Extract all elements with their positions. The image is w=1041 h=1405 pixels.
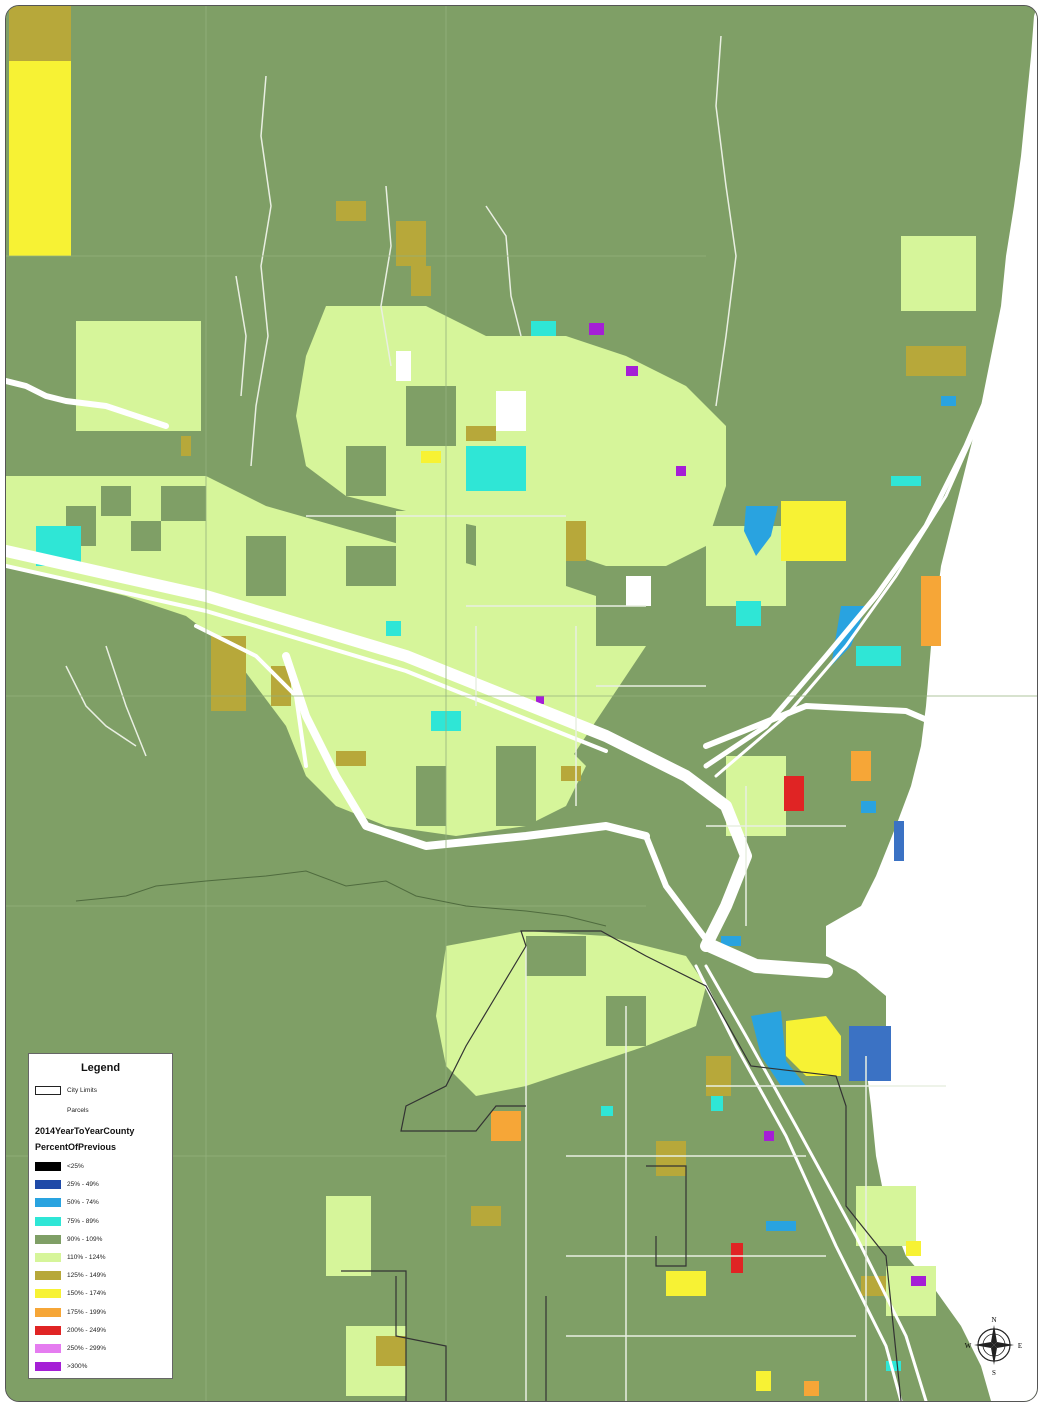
- legend-class-row: 25% - 49%: [35, 1180, 99, 1190]
- legend-city-limits: City Limits: [35, 1086, 97, 1095]
- legend-class-label: 90% - 109%: [67, 1235, 103, 1243]
- legend-class-row: 175% - 199%: [35, 1307, 107, 1317]
- legend-class-row: 75% - 89%: [35, 1216, 99, 1226]
- legend-class-label: 200% - 249%: [67, 1326, 107, 1334]
- legend-class-swatch: [35, 1271, 61, 1281]
- legend-class-swatch: [35, 1307, 61, 1317]
- legend-class-label: 150% - 174%: [67, 1290, 107, 1298]
- compass-n: N: [991, 1316, 996, 1324]
- layer-name-line1: 2014YearToYearCounty: [35, 1126, 135, 1136]
- parcels-red: [731, 776, 804, 1273]
- legend-parcels: Parcels: [35, 1106, 89, 1115]
- compass-e: E: [1018, 1342, 1022, 1350]
- parcel-yellow: [9, 61, 71, 256]
- legend-class-swatch: [35, 1162, 61, 1171]
- compass-w: W: [965, 1342, 972, 1350]
- legend-class-row: 200% - 249%: [35, 1325, 107, 1335]
- layer-name-line2: PercentOfPrevious: [35, 1142, 117, 1152]
- legend-class-row: >300%: [35, 1362, 88, 1372]
- city-limits-boundary: [341, 930, 902, 1401]
- city-limits-label: City Limits: [67, 1087, 97, 1094]
- legend-class-swatch: [35, 1234, 61, 1244]
- local-roads: [6, 6, 1037, 1401]
- legend-class-swatch: [35, 1253, 61, 1262]
- highways: [6, 303, 1013, 1401]
- legend-class-label: <25%: [67, 1163, 84, 1170]
- legend-class-label: 250% - 299%: [67, 1345, 107, 1352]
- compass-rose-icon: N S E W: [965, 1316, 1022, 1377]
- legend-class-swatch: [35, 1289, 61, 1299]
- legend-class-row: <25%: [35, 1162, 84, 1171]
- legend-class-label: >300%: [67, 1363, 88, 1371]
- legend-class-label: 50% - 74%: [67, 1199, 99, 1207]
- legend-class-row: 90% - 109%: [35, 1234, 103, 1244]
- parcel-olive: [9, 6, 71, 61]
- parcels-purple: [536, 323, 926, 1286]
- legend-class-row: 50% - 74%: [35, 1198, 99, 1208]
- compass-s: S: [992, 1369, 996, 1377]
- parcels-swatch: [35, 1106, 61, 1115]
- parcels-orange: [491, 576, 941, 1396]
- map-canvas[interactable]: [6, 6, 1037, 1401]
- parcels-label: Parcels: [67, 1107, 89, 1114]
- creek: [75, 870, 607, 927]
- legend-class-swatch: [35, 1216, 61, 1226]
- map-frame: Legend City Limits Parcels 2014YearToYea…: [5, 5, 1038, 1402]
- legend-class-label: 25% - 49%: [67, 1181, 99, 1189]
- parcels-white: [396, 351, 651, 606]
- legend-class-swatch: [35, 1198, 61, 1208]
- legend-class-row: 125% - 149%: [35, 1271, 107, 1281]
- parcels-yellow: [421, 451, 921, 1391]
- city-limits-swatch: [35, 1086, 61, 1095]
- legend-class-label: 125% - 149%: [67, 1272, 107, 1280]
- legend-class-swatch: [35, 1362, 61, 1372]
- legend-class-row: 110% - 124%: [35, 1253, 106, 1262]
- legend-class-swatch: [35, 1180, 61, 1190]
- map-legend: Legend City Limits Parcels 2014YearToYea…: [28, 1053, 173, 1379]
- legend-class-label: 175% - 199%: [67, 1308, 107, 1316]
- legend-class-row: 250% - 299%: [35, 1344, 106, 1353]
- legend-class-swatch: [35, 1344, 61, 1353]
- legend-class-swatch: [35, 1325, 61, 1335]
- legend-class-row: 150% - 174%: [35, 1289, 107, 1299]
- legend-class-label: 75% - 89%: [67, 1217, 99, 1225]
- legend-title: Legend: [80, 1062, 121, 1074]
- legend-class-label: 110% - 124%: [67, 1254, 106, 1261]
- parcels-dark-blue: [849, 821, 904, 1081]
